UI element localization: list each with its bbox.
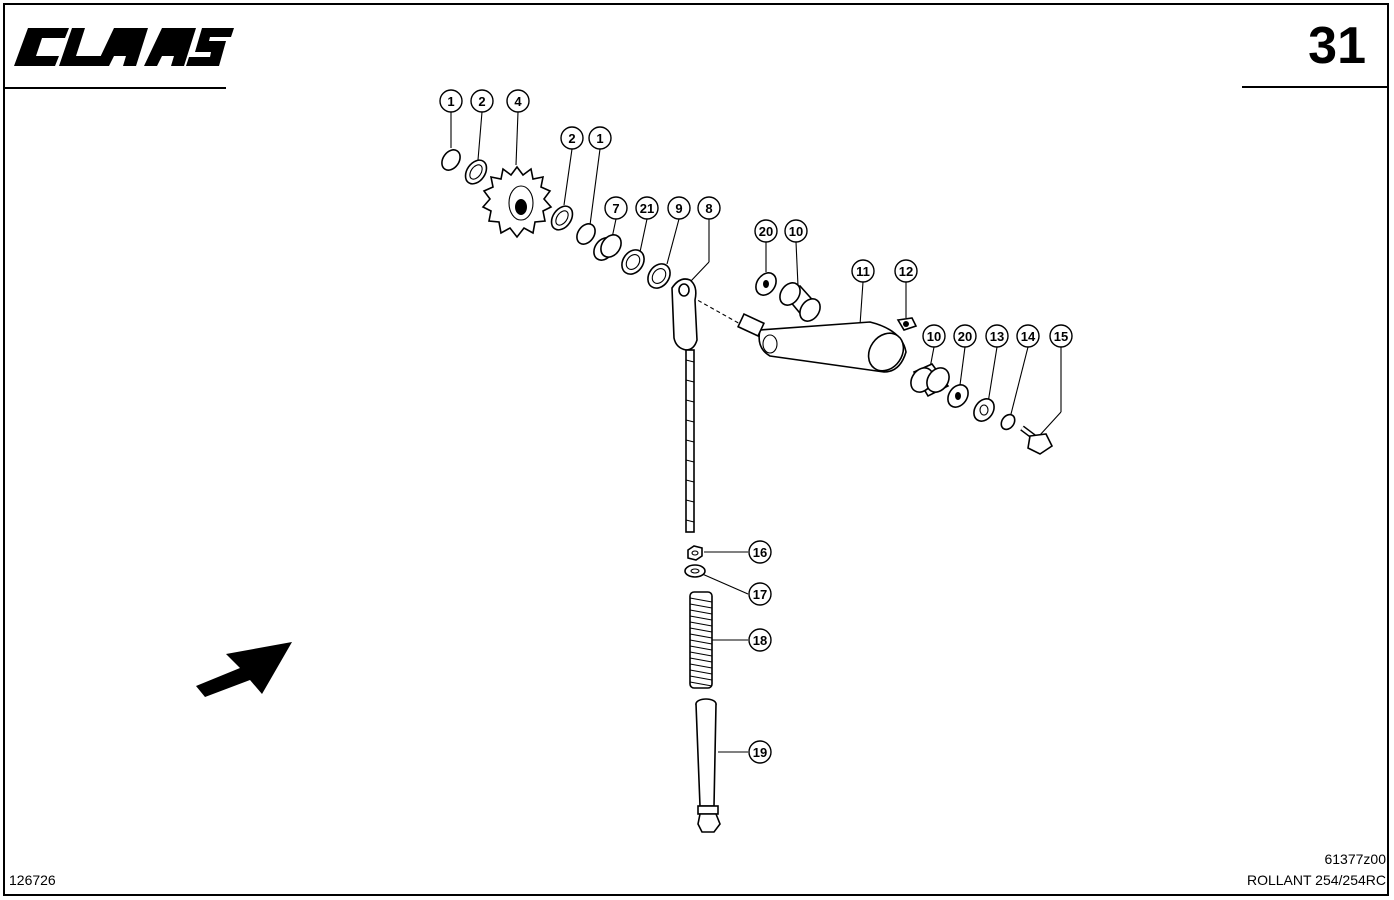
drawing-frame (3, 3, 1389, 896)
ring-21 (621, 249, 645, 275)
sprocket-4 (481, 165, 553, 239)
page-number: 31 (1308, 17, 1366, 75)
callout-10-lower: 10 (922, 324, 946, 348)
model-name: ROLLANT 254/254RC (1246, 872, 1386, 888)
header-rule-left (3, 87, 226, 89)
washer-20-lower (947, 384, 969, 408)
svg-text:18: 18 (753, 633, 767, 648)
callout-13: 13 (985, 324, 1009, 348)
callout-11: 11 (851, 259, 875, 283)
bushing-7 (593, 234, 622, 261)
callout-12: 12 (894, 259, 918, 283)
callout-20-upper: 20 (754, 219, 778, 243)
washer-13 (973, 398, 995, 422)
tension-rod-8 (671, 278, 698, 533)
spring-washer-14 (1000, 413, 1016, 431)
leader-lines (450, 111, 1062, 753)
callout-1-left: 1 (439, 89, 463, 113)
callout-19: 19 (748, 740, 772, 764)
compression-spring-18 (689, 591, 713, 689)
svg-text:2: 2 (568, 131, 575, 146)
svg-text:15: 15 (1054, 329, 1068, 344)
svg-text:20: 20 (759, 224, 773, 239)
svg-text:10: 10 (789, 224, 803, 239)
svg-text:2: 2 (478, 94, 485, 109)
document-code: 126726 (9, 872, 56, 888)
drawing-code: 61377z00 (1324, 851, 1386, 867)
washer-2-left (464, 159, 488, 185)
callout-21: 21 (635, 196, 659, 220)
lever-arm-11 (737, 312, 907, 373)
guide-bolt-19 (695, 698, 721, 833)
callout-20-lower: 20 (953, 324, 977, 348)
bolt-15 (1020, 425, 1054, 455)
callout-9: 9 (667, 196, 691, 220)
direction-arrow (196, 642, 292, 697)
svg-text:4: 4 (514, 94, 522, 109)
callout-18: 18 (748, 628, 772, 652)
svg-text:21: 21 (640, 201, 654, 216)
callout-7: 7 (604, 196, 628, 220)
callout-4: 4 (506, 89, 530, 113)
nut-16 (687, 545, 703, 561)
callout-8: 8 (697, 196, 721, 220)
svg-text:13: 13 (990, 329, 1004, 344)
callout-2-left: 2 (470, 89, 494, 113)
ring-9 (647, 263, 671, 289)
callout-17: 17 (748, 582, 772, 606)
callout-2-right: 2 (560, 126, 584, 150)
callout-15: 15 (1049, 324, 1073, 348)
washer-2-right (550, 205, 574, 231)
svg-text:10: 10 (927, 329, 941, 344)
callout-14: 14 (1016, 324, 1040, 348)
circlip-1-right (576, 223, 596, 245)
grease-nipple-12 (896, 317, 918, 331)
circlip-1-left (441, 149, 461, 171)
svg-text:1: 1 (447, 94, 454, 109)
svg-text:12: 12 (899, 264, 913, 279)
svg-text:7: 7 (612, 201, 619, 216)
svg-text:20: 20 (958, 329, 972, 344)
bushing-10-lower (910, 363, 950, 398)
svg-text:14: 14 (1021, 329, 1036, 344)
svg-text:8: 8 (705, 201, 712, 216)
callout-10-upper: 10 (784, 219, 808, 243)
bushing-10-upper (779, 282, 821, 322)
svg-text:19: 19 (753, 745, 767, 760)
svg-text:1: 1 (596, 131, 603, 146)
svg-text:17: 17 (753, 587, 767, 602)
svg-text:16: 16 (753, 545, 767, 560)
washer-17 (684, 564, 706, 578)
claas-logo (14, 28, 234, 66)
washer-20-upper (755, 272, 777, 296)
callout-1-right: 1 (588, 126, 612, 150)
header-rule-right (1242, 86, 1389, 88)
svg-text:11: 11 (856, 264, 870, 279)
svg-text:9: 9 (675, 201, 682, 216)
callout-16: 16 (748, 540, 772, 564)
